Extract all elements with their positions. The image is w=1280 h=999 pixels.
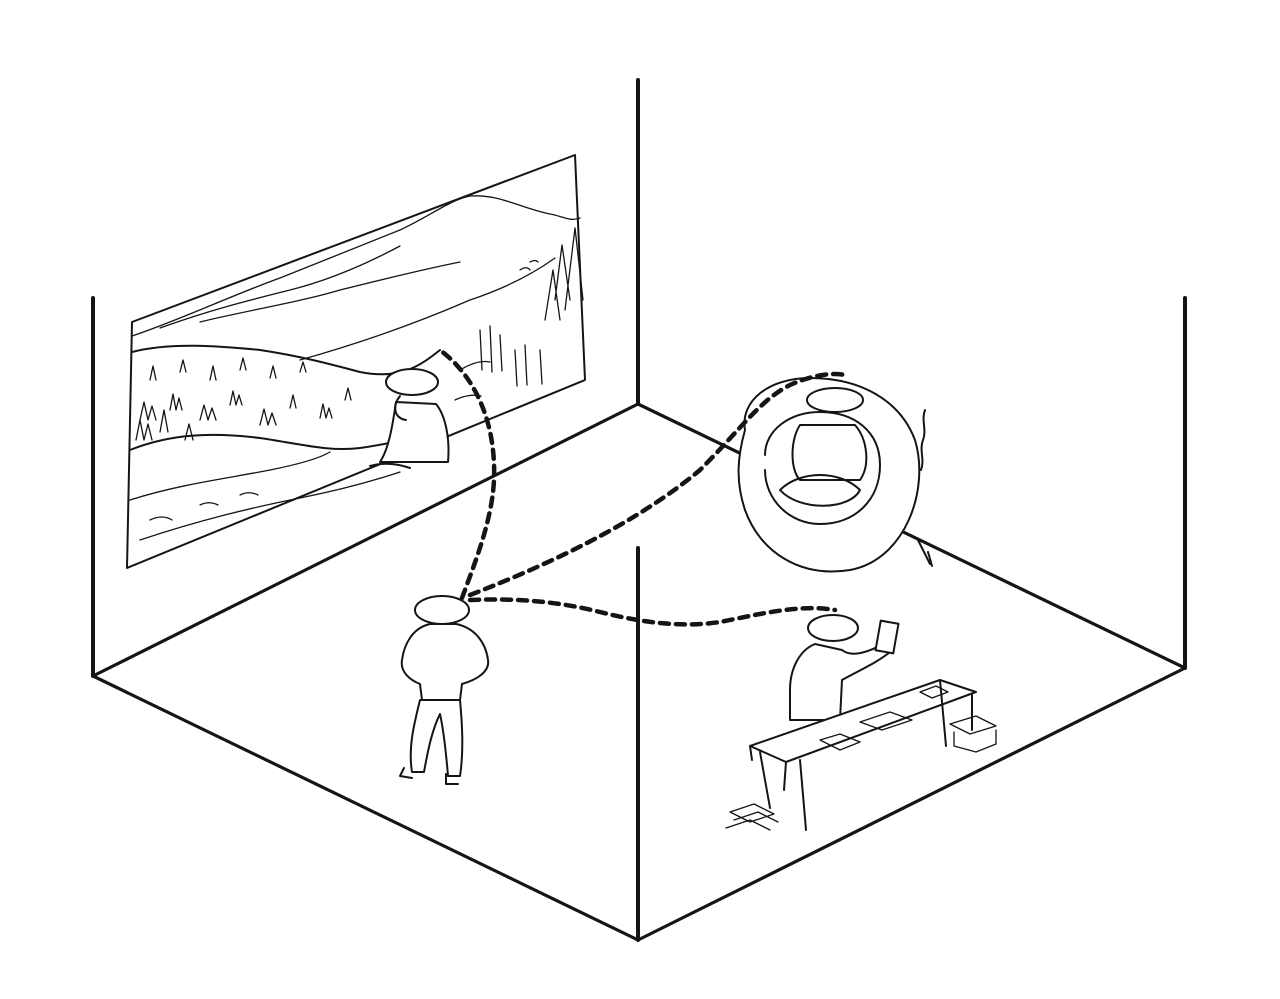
workbench-figure <box>789 614 900 721</box>
path-to-painting <box>437 347 497 601</box>
connection-paths <box>437 347 848 627</box>
viewer-in-painting <box>369 368 450 469</box>
path-to-meditation <box>467 371 848 598</box>
landscape-painting <box>126 154 586 569</box>
workbench-figure-hat <box>807 614 859 642</box>
meditator-hat <box>806 387 864 413</box>
standing-figure <box>399 595 490 785</box>
workbench <box>725 679 997 831</box>
path-to-workbench <box>467 597 838 627</box>
floor-outline <box>91 402 1187 942</box>
meditation-bubble <box>737 377 933 573</box>
held-book <box>874 619 900 655</box>
room-structure <box>91 78 1187 942</box>
standing-figure-hat <box>414 595 470 625</box>
